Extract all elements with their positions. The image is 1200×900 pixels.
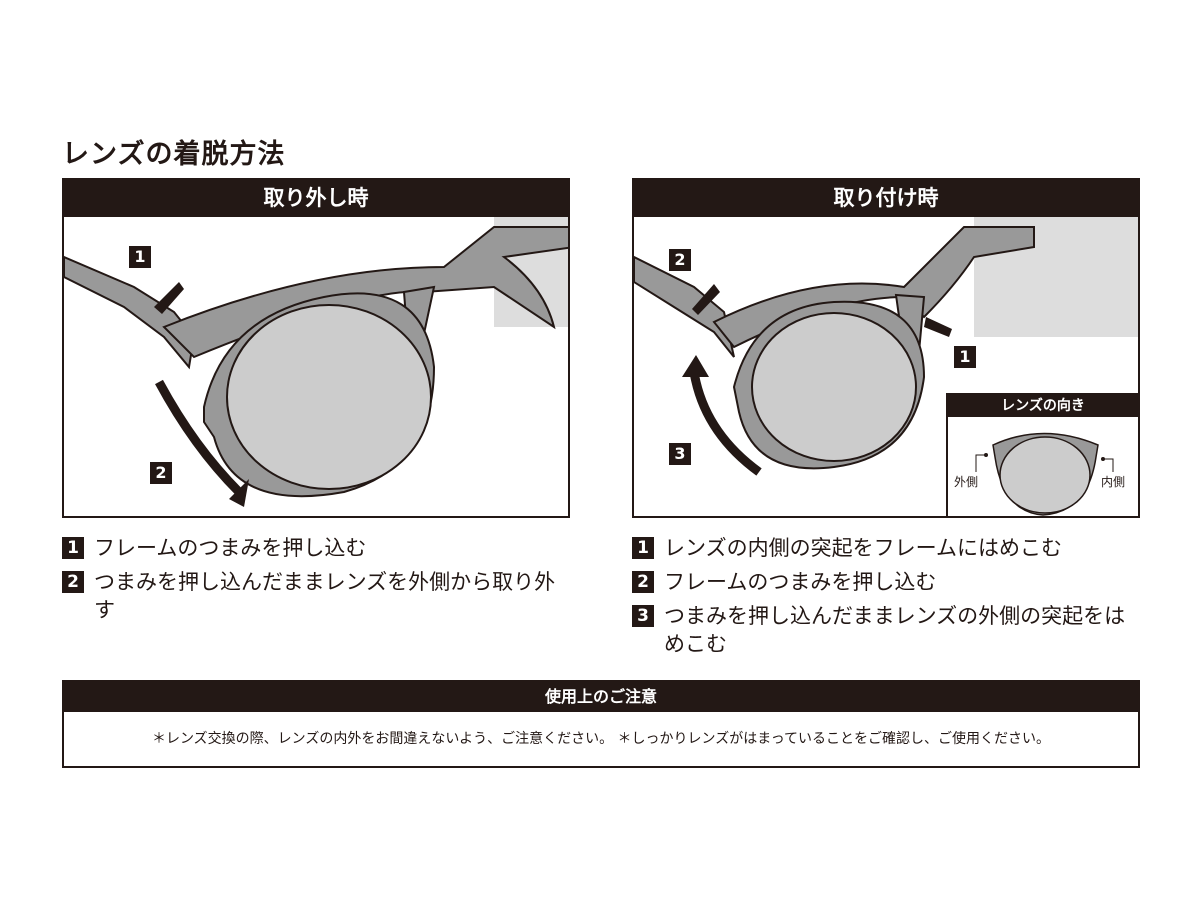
- removal-header: 取り外し時: [64, 180, 568, 217]
- step-number: 3: [632, 605, 654, 627]
- notes-header: 使用上のご注意: [64, 682, 1138, 712]
- removal-steps: 1 フレームのつまみを押し込む 2 つまみを押し込んだままレンズを外側から取り外す: [62, 534, 582, 630]
- step-item: 2 フレームのつまみを押し込む: [632, 568, 1152, 596]
- step-item: 1 レンズの内側の突起をフレームにはめこむ: [632, 534, 1152, 562]
- lens-orientation-inset: レンズの向き 外側 内側: [946, 393, 1140, 518]
- step-number: 2: [62, 571, 84, 593]
- step-text: フレームのつまみを押し込む: [664, 570, 937, 594]
- outer-label: 外側: [954, 475, 979, 489]
- page-title: レンズの着脱方法: [62, 139, 286, 170]
- step-text: つまみを押し込んだままレンズを外側から取り外す: [94, 570, 556, 622]
- glasses-removal-illustration: [64, 217, 568, 507]
- step-text: レンズの内側の突起をフレームにはめこむ: [664, 536, 1062, 560]
- step-number: 2: [632, 571, 654, 593]
- label-1: 1: [129, 246, 151, 268]
- attach-header: 取り付け時: [634, 180, 1138, 217]
- label-2: 2: [150, 462, 172, 484]
- removal-panel: 取り外し時 1 2: [62, 178, 570, 518]
- step-text: つまみを押し込んだままレンズの外側の突起をはめこむ: [664, 604, 1126, 656]
- step-item: 2 つまみを押し込んだままレンズを外側から取り外す: [62, 568, 582, 624]
- step-text: フレームのつまみを押し込む: [94, 536, 367, 560]
- label-3: 3: [669, 443, 691, 465]
- glasses-attach-illustration: [634, 217, 1138, 476]
- lens-diagram: [975, 432, 1114, 516]
- step-item: 1 フレームのつまみを押し込む: [62, 534, 582, 562]
- label-1: 1: [954, 346, 976, 368]
- step-number: 1: [62, 537, 84, 559]
- label-2: 2: [669, 249, 691, 271]
- inner-label: 内側: [1101, 475, 1126, 489]
- notes-text: ＊レンズ交換の際、レンズの内外をお間違えないよう、ご注意ください。 ＊しっかりレ…: [151, 731, 1051, 747]
- step-item: 3 つまみを押し込んだままレンズの外側の突起をはめこむ: [632, 602, 1152, 658]
- usage-notes: 使用上のご注意 ＊レンズ交換の際、レンズの内外をお間違えないよう、ご注意ください…: [62, 680, 1140, 768]
- attach-panel: 取り付け時 2 1 3: [632, 178, 1140, 518]
- step-number: 1: [632, 537, 654, 559]
- inset-title: レンズの向き: [948, 395, 1138, 417]
- attach-steps: 1 レンズの内側の突起をフレームにはめこむ 2 フレームのつまみを押し込む 3 つまみ…: [632, 534, 1152, 664]
